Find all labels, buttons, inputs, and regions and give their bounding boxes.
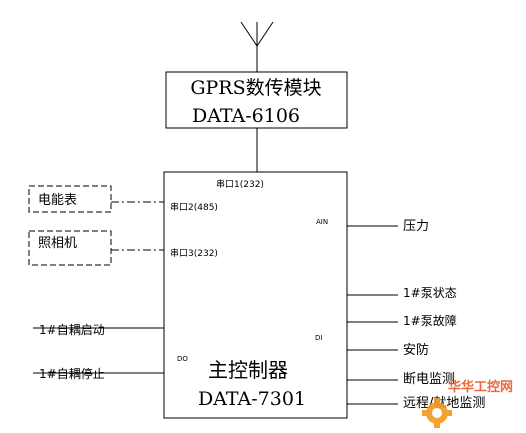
- watermark-logo: 华华工控网: [422, 379, 513, 428]
- port1-label: 串口1(232): [216, 179, 264, 190]
- port2-label: 串口2(485): [170, 202, 218, 213]
- meter-label: 电能表: [38, 193, 77, 208]
- controller-model: DATA-7301: [198, 388, 306, 410]
- input-start-label: 1#自耦启动: [39, 323, 105, 337]
- controller-box: [163, 171, 348, 419]
- output-pump-fault-label: 1#泵故障: [403, 313, 457, 328]
- output-security-label: 安防: [403, 342, 429, 358]
- watermark-text: 华华工控网: [448, 379, 513, 395]
- controller-title: 主控制器: [208, 358, 288, 382]
- gear-icon: [422, 398, 452, 428]
- camera-label: 照相机: [38, 236, 77, 251]
- do-label: DO: [177, 355, 188, 363]
- output-pressure-label: 压力: [403, 219, 429, 234]
- output-power-monitor-label: 断电监测: [403, 372, 455, 387]
- gprs-module-title: GPRS数传模块: [190, 77, 321, 99]
- port3-label: 串口3(232): [170, 248, 218, 259]
- ain-label: AIN: [316, 218, 328, 226]
- output-pump-state-label: 1#泵状态: [403, 286, 457, 300]
- output-remote-monitor-label: 远程/就地监测: [403, 396, 485, 411]
- antenna-icon: [240, 21, 274, 72]
- meter-box: [28, 185, 112, 213]
- di-label: DI: [315, 334, 322, 342]
- gprs-module-box: [165, 71, 348, 129]
- gprs-module-model: DATA-6106: [192, 105, 300, 127]
- camera-box: [28, 230, 112, 266]
